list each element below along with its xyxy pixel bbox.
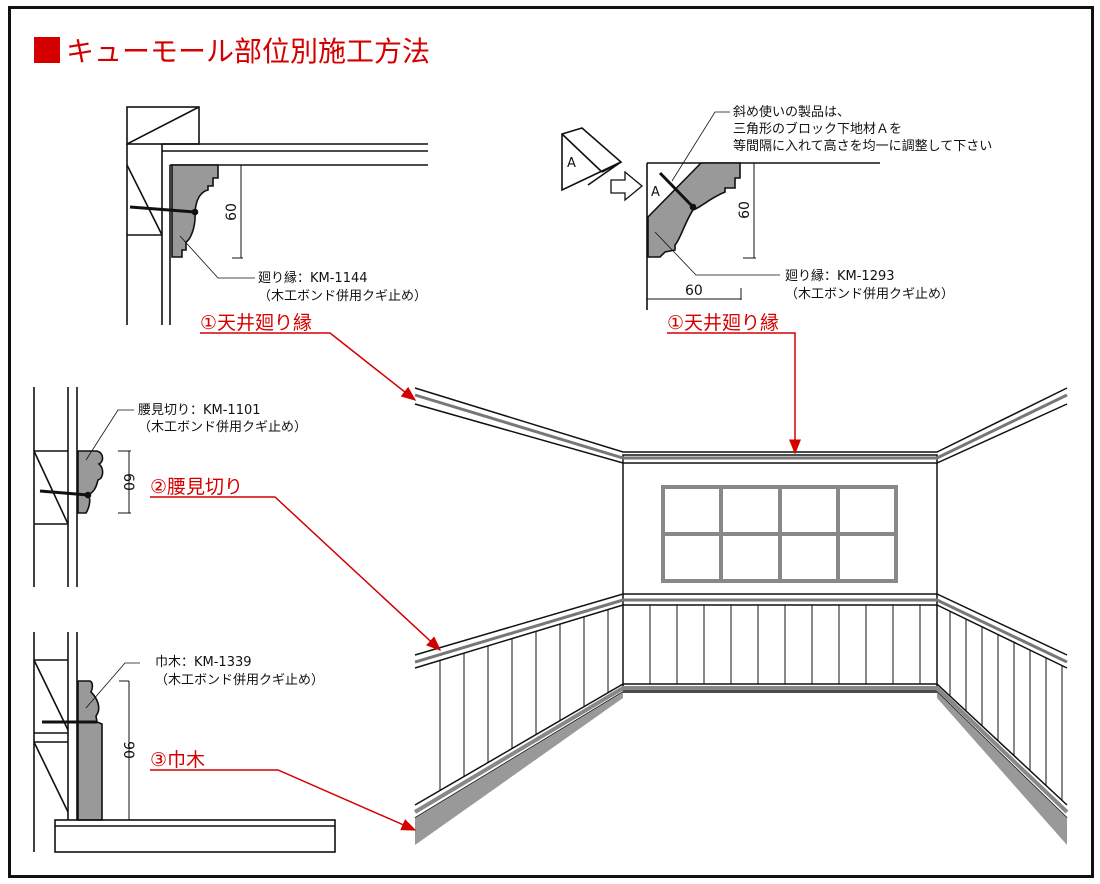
detail-baseboard-km1339 bbox=[33, 632, 336, 853]
callout-leaders bbox=[150, 332, 801, 831]
detail-ceiling-km1293 bbox=[561, 111, 880, 310]
block-a-inset-label: A bbox=[651, 185, 660, 200]
dim-chair-rail: 60 bbox=[120, 473, 136, 491]
diagram-frame bbox=[8, 6, 1094, 878]
window bbox=[661, 485, 898, 583]
dim-ceiling-b-vertical: 60 bbox=[737, 201, 753, 219]
callout-ceiling-left: ①天井廻り縁 bbox=[200, 312, 312, 334]
note-line-3: 等間隔に入れて高さを均一に調整して下さい bbox=[733, 138, 992, 154]
dim-baseboard: 90 bbox=[120, 741, 136, 759]
label-km1293-note: （木工ボンド併用クギ止め） bbox=[785, 287, 954, 302]
callout-ceiling-right: ①天井廻り縁 bbox=[667, 312, 779, 334]
dim-ceiling-a: 60 bbox=[224, 203, 240, 221]
label-km1293: 廻り縁：KM-1293 bbox=[785, 268, 895, 284]
note-line-1: 斜め使いの製品は、 bbox=[733, 104, 850, 120]
label-km1101-note: （木工ボンド併用クギ止め） bbox=[138, 420, 307, 435]
block-a-label: A bbox=[567, 156, 576, 171]
dim-ceiling-b-horizontal: 60 bbox=[685, 283, 703, 299]
note-line-2: 三角形のブロック下地材Ａを bbox=[733, 121, 902, 137]
callout-chair-rail: ②腰見切り bbox=[150, 476, 243, 498]
label-km1339: 巾木：KM-1339 bbox=[155, 655, 252, 670]
detail-ceiling-km1144 bbox=[126, 106, 428, 325]
label-km1101: 腰見切り：KM-1101 bbox=[138, 403, 261, 418]
label-km1339-note: （木工ボンド併用クギ止め） bbox=[155, 673, 324, 688]
label-km1144: 廻り縁：KM-1144 bbox=[258, 270, 368, 286]
callout-baseboard: ③巾木 bbox=[150, 749, 205, 771]
label-km1144-note: （木工ボンド併用クギ止め） bbox=[258, 289, 427, 304]
room-perspective bbox=[413, 387, 1069, 845]
title-square-icon bbox=[34, 37, 60, 63]
detail-chair-rail-km1101 bbox=[33, 387, 134, 587]
page-title: キューモール部位別施工方法 bbox=[66, 35, 430, 68]
